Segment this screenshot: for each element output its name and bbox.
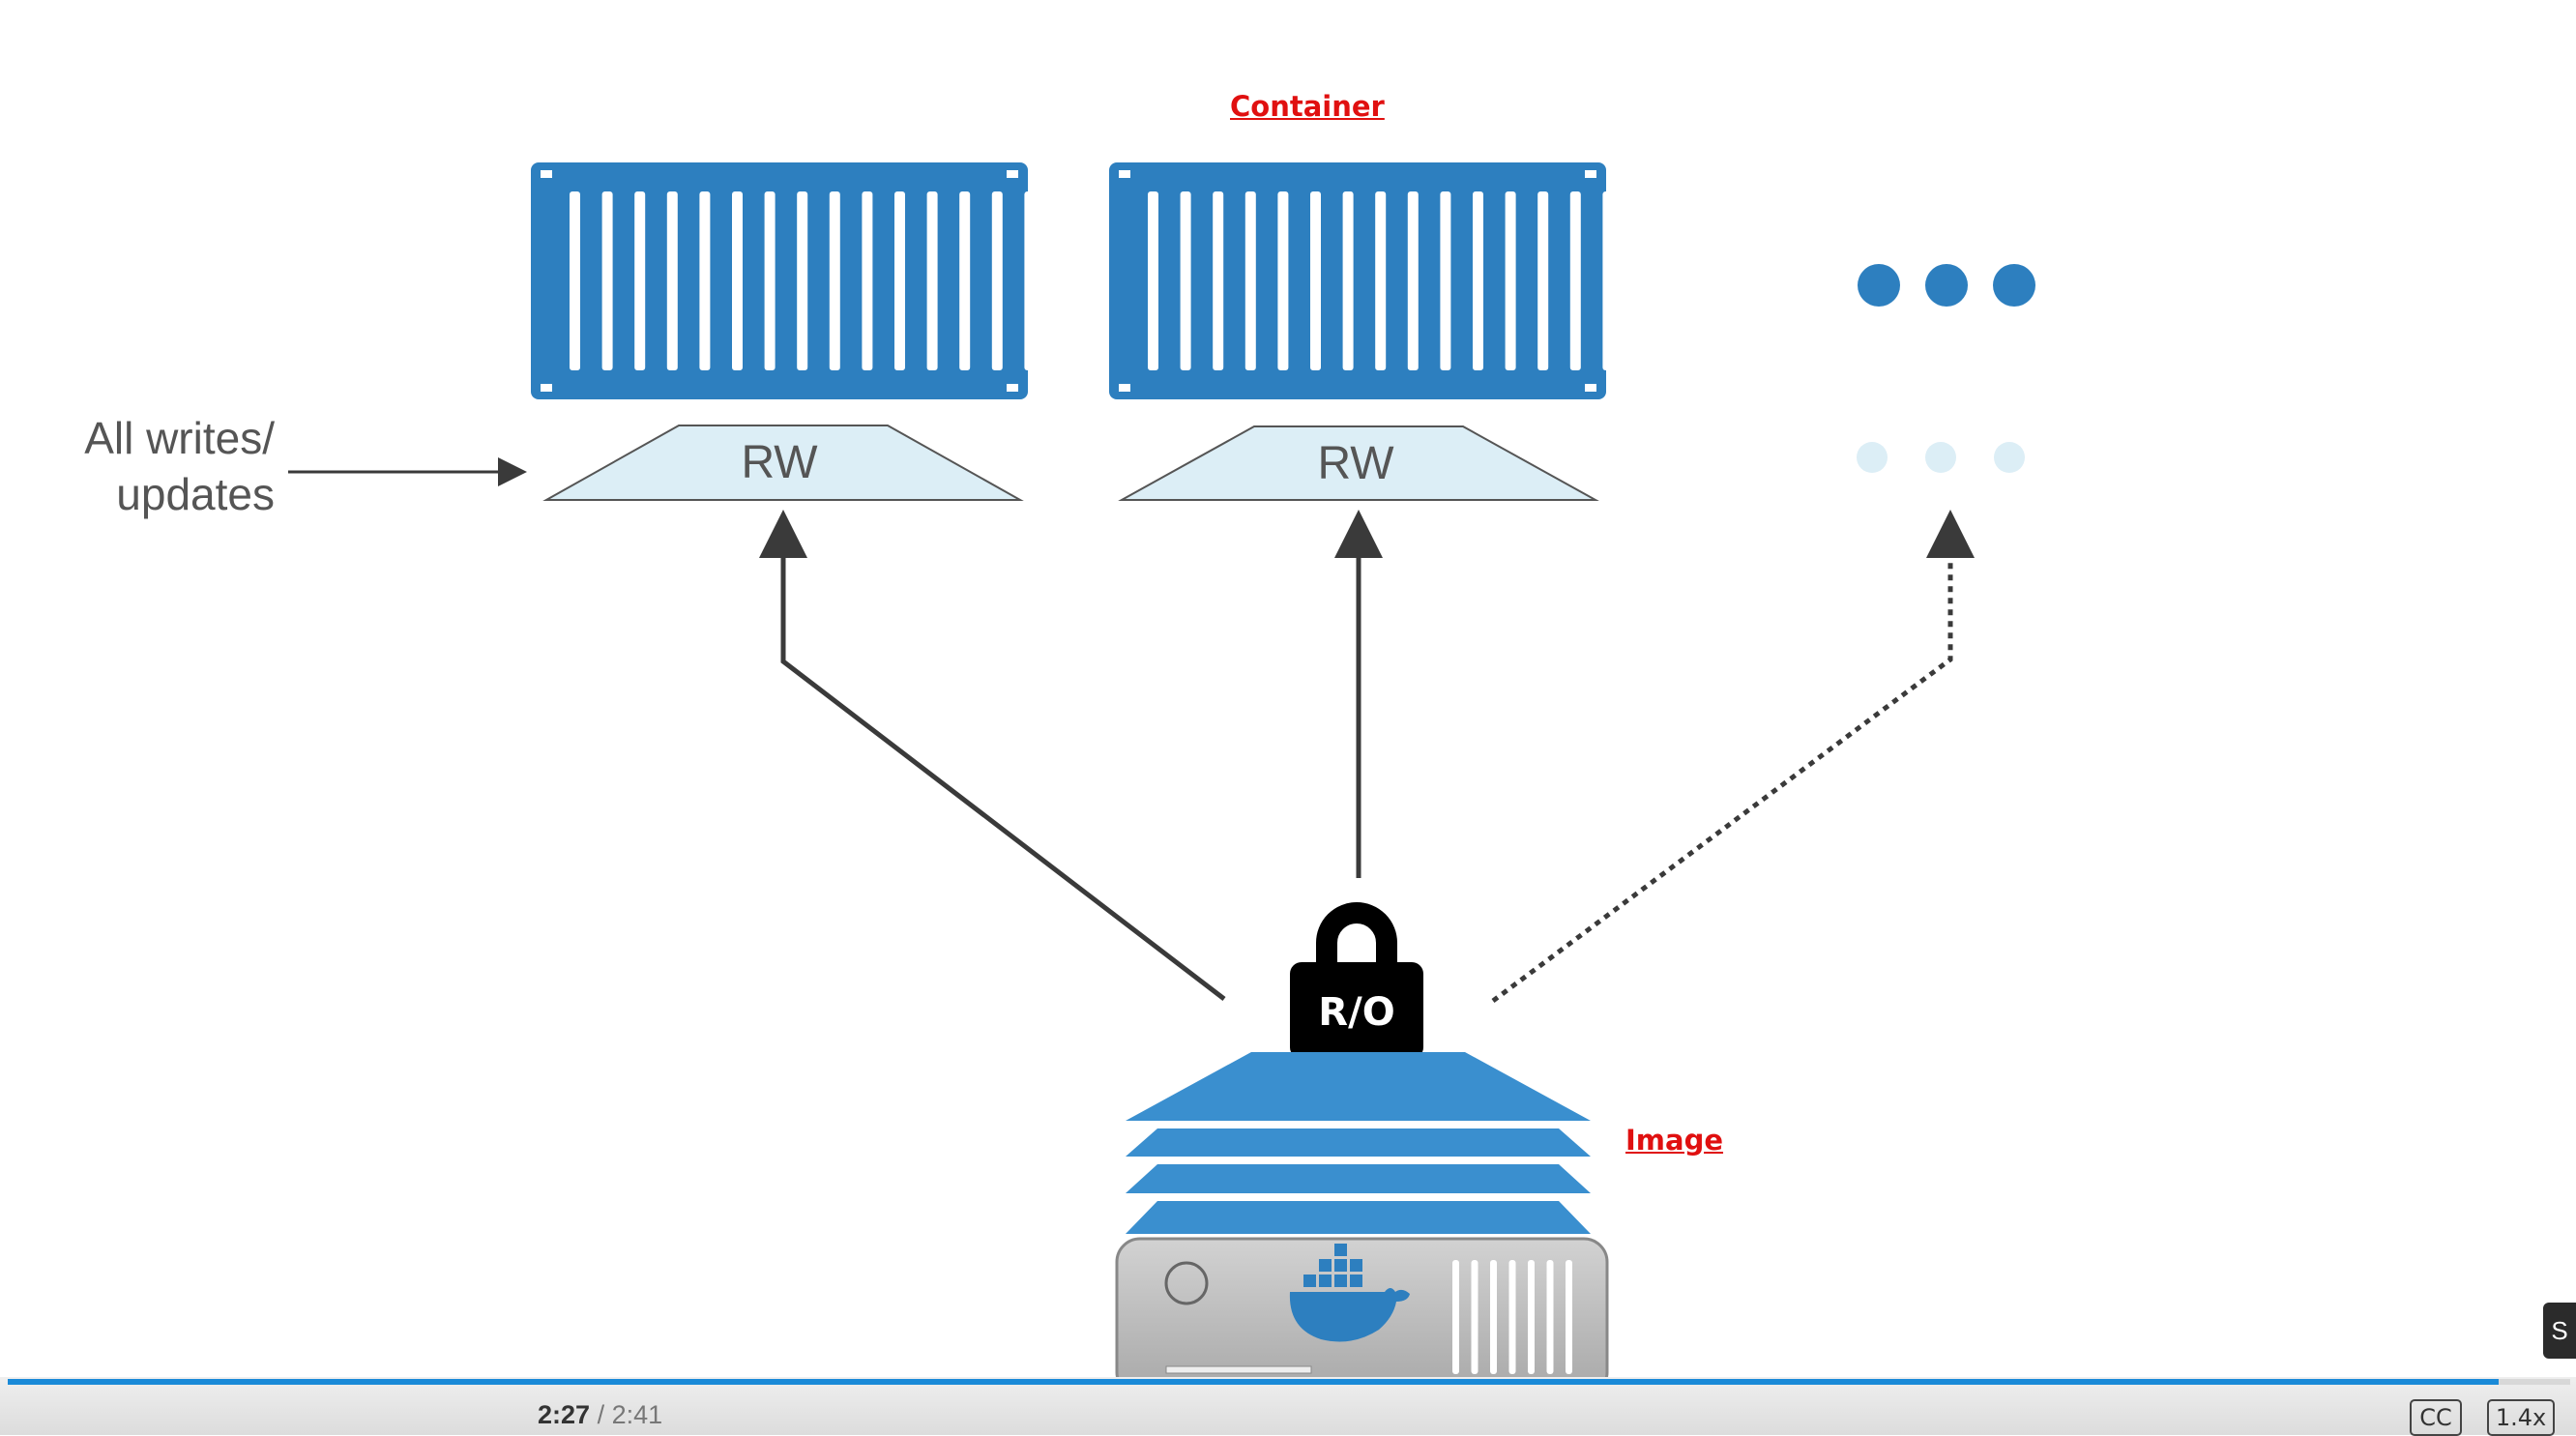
current-time: 2:27: [538, 1400, 591, 1429]
container-slat: [829, 191, 840, 370]
progress-fill: [8, 1379, 2499, 1385]
container-slat: [601, 191, 613, 370]
container-2-icon: [1109, 162, 1614, 399]
container-slat: [634, 191, 646, 370]
rw-layer-1: RW: [542, 425, 1024, 501]
arrow-to-more-dotted: [1491, 510, 1975, 1004]
container-slat: [1452, 1260, 1459, 1374]
container-slat: [570, 191, 580, 370]
container-slat: [699, 191, 711, 370]
container-slat: [1407, 191, 1419, 370]
container-slat: [1528, 1260, 1535, 1374]
lock-label: R/O: [1318, 990, 1394, 1035]
container-label: Container: [1230, 90, 1385, 123]
writes-label-line-2: updates: [116, 469, 275, 519]
container-slat: [1277, 191, 1289, 370]
container-slat: [1310, 191, 1321, 370]
image-label: Image: [1625, 1124, 1724, 1157]
container-slat: [1566, 1260, 1572, 1374]
container-slat: [1148, 191, 1158, 370]
rw-layer-2-label: RW: [1317, 438, 1394, 489]
time-display: 2:27 / 2:41: [538, 1400, 662, 1430]
container-slat: [666, 191, 678, 370]
container-slat: [764, 191, 776, 370]
container-slat: [991, 191, 1003, 370]
docker-whale-icon: [1289, 1244, 1410, 1342]
rw-layer-1-label: RW: [741, 437, 818, 488]
docker-server-icon: [1115, 1237, 1609, 1397]
container-slat: [1508, 1260, 1516, 1374]
container-slat: [1473, 191, 1483, 370]
container-slat: [1471, 1260, 1478, 1374]
writes-label: All writes/ updates: [4, 410, 275, 522]
container-slat: [1440, 191, 1451, 370]
container-slat: [894, 191, 905, 370]
image-layers: [1126, 1052, 1591, 1234]
time-separator: /: [597, 1400, 605, 1429]
more-containers-dots-icon: [1858, 264, 2035, 307]
rw-layer-2: RW: [1118, 425, 1599, 501]
container-slat: [959, 191, 971, 370]
container-slat: [1569, 191, 1581, 370]
container-slat: [1602, 191, 1614, 370]
container-slat: [1244, 191, 1256, 370]
container-slat: [1180, 191, 1191, 370]
container-slat: [732, 191, 743, 370]
container-slat: [1490, 1260, 1497, 1374]
container-slat: [1024, 191, 1036, 370]
arrow-to-rw-1: [759, 510, 1226, 1001]
container-slat: [1342, 191, 1354, 370]
speed-button[interactable]: 1.4x: [2487, 1399, 2555, 1436]
container-slat: [1213, 191, 1224, 370]
player-controls-bar: [0, 1377, 2576, 1435]
side-tab[interactable]: S: [2543, 1303, 2576, 1359]
container-slat: [797, 191, 808, 370]
cc-button[interactable]: CC: [2410, 1399, 2462, 1436]
container-slat: [862, 191, 873, 370]
duration: 2:41: [611, 1400, 663, 1429]
container-slat: [1505, 191, 1516, 370]
container-1-icon: [531, 162, 1036, 399]
container-slat: [1375, 191, 1387, 370]
more-rw-dots-icon: [1857, 442, 2025, 473]
container-slat: [1537, 191, 1549, 370]
container-slat: [926, 191, 938, 370]
progress-bar[interactable]: [8, 1379, 2570, 1385]
writes-label-line-1: All writes/: [84, 413, 275, 463]
container-slat: [1546, 1260, 1554, 1374]
lock-icon: R/O: [1290, 902, 1423, 1059]
